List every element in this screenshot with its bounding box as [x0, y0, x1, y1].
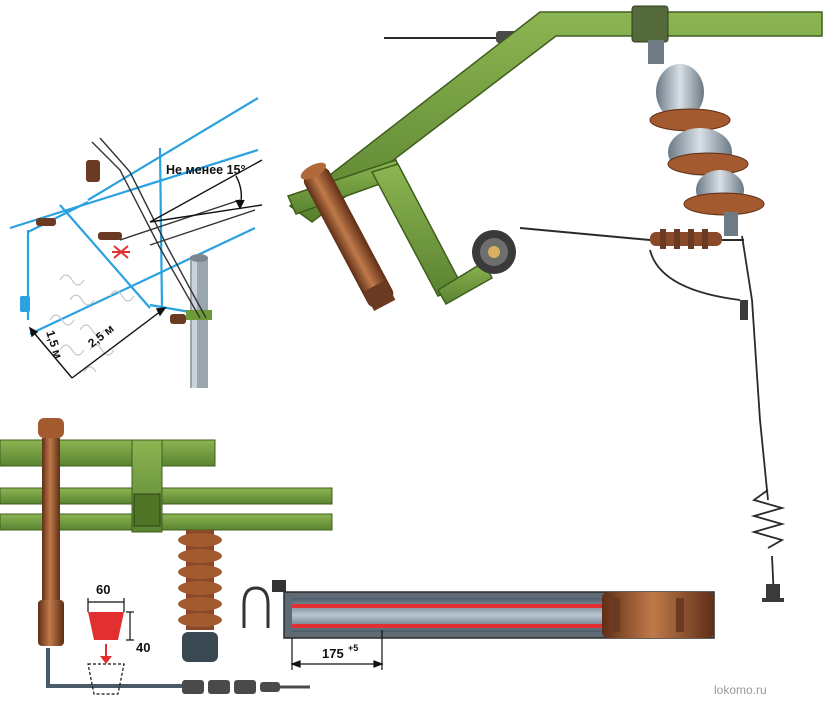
- distance-dimensions: [28, 307, 167, 379]
- chain-links: [182, 680, 310, 694]
- angle-label: Не менее 15°: [166, 163, 245, 177]
- strain-wire: [519, 227, 651, 241]
- suspension-insulator: [648, 40, 765, 236]
- red-cap-detail: [87, 598, 134, 695]
- watermark: lokomo.ru: [714, 683, 767, 697]
- spark-marker: [112, 245, 130, 259]
- cap-height-label: 40: [136, 640, 150, 655]
- red-conductor-top: [292, 604, 622, 608]
- gap-tolerance-label: +5: [348, 643, 358, 653]
- upper-beam: [0, 439, 216, 467]
- vertical-bushing: [38, 418, 64, 646]
- ribbed-insulator: [178, 530, 222, 662]
- cap-width-label: 60: [96, 582, 110, 597]
- ground-terminal: [762, 584, 784, 602]
- red-conductor-bottom: [292, 624, 622, 628]
- debris-scribbles: [49, 274, 135, 373]
- top-beam: [288, 11, 823, 223]
- spark-gap-section: 175 +5: [242, 580, 715, 670]
- sketch-bracket: [91, 137, 256, 319]
- distance-1-label: 1,5 м: [43, 329, 65, 361]
- clamp-plate: [133, 493, 161, 527]
- beam-clamp: [631, 5, 669, 43]
- gap-dimension: [290, 630, 384, 670]
- catenary-wires: [9, 97, 259, 335]
- bushing-rod: [300, 162, 396, 311]
- spark-gap-wheel: [472, 230, 516, 274]
- connecting-rod: [46, 648, 185, 688]
- ground-lead: [649, 235, 786, 601]
- perspective-sketch: Не менее 15° 1,5 м 2,5 м: [9, 97, 263, 388]
- lower-arm: [436, 260, 493, 306]
- main-bracket-assembly: [286, 5, 823, 602]
- end-loop: [242, 586, 270, 628]
- small-insulator: [650, 229, 722, 249]
- gap-dimension-label: 175: [322, 646, 344, 661]
- lower-beam: [0, 513, 333, 531]
- ground-clip: [740, 300, 748, 320]
- angle-indicator: [149, 159, 263, 223]
- sketch-insulators: [20, 160, 186, 324]
- gap-sleeve: [602, 592, 714, 638]
- vertical-arm: [370, 163, 464, 297]
- lower-left-detail: 60 40: [0, 418, 333, 695]
- distance-2-label: 2,5 м: [85, 321, 116, 350]
- middle-beam: [0, 487, 333, 505]
- sketch-pole: [186, 254, 212, 388]
